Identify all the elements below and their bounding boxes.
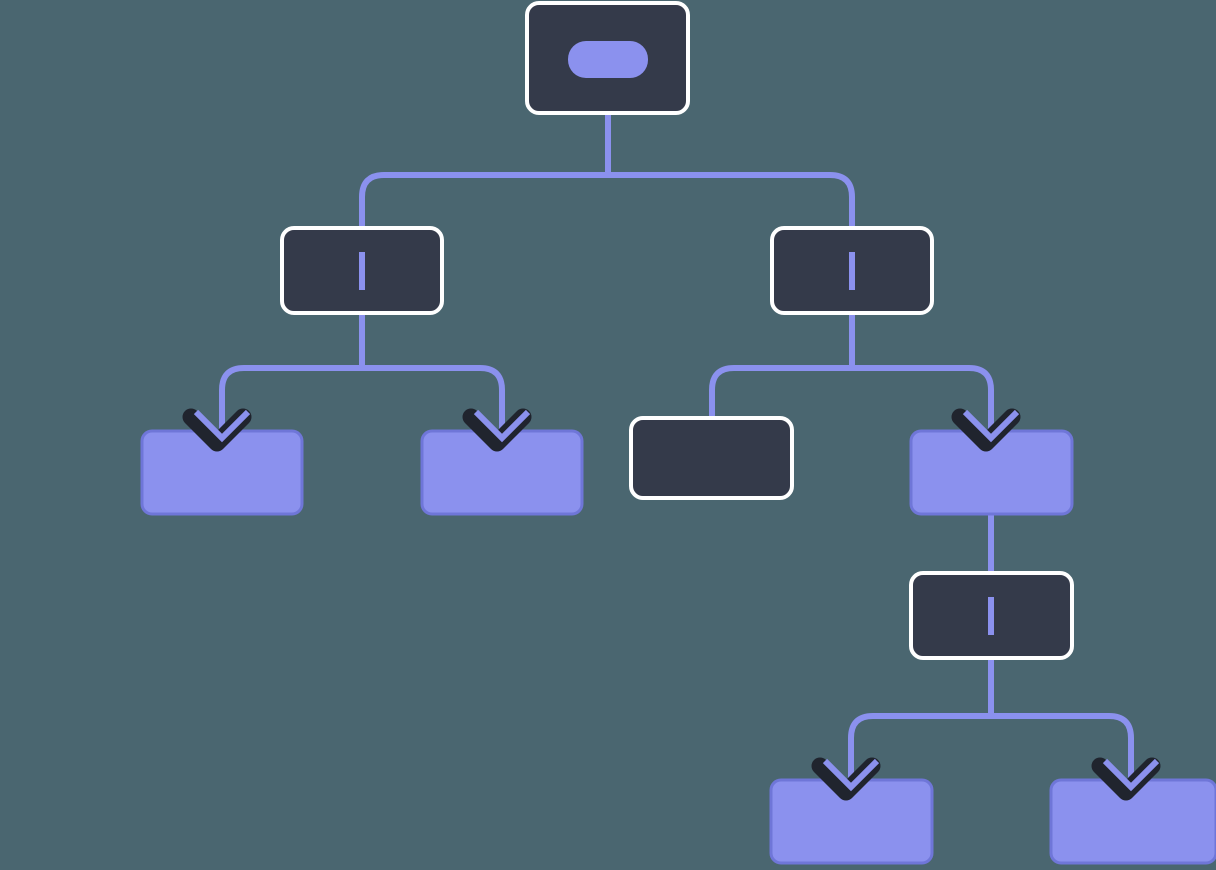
arrowhead-icon [822, 758, 880, 792]
edge-level2-right-to-dark-node [709, 365, 852, 418]
edge-level4-to-leaf-a [848, 713, 991, 787]
edge-level4-to-leaf-b [991, 713, 1134, 787]
edge-root-to-level2-left [359, 172, 608, 228]
root-node[interactable] [525, 1, 690, 115]
level3-dark-node[interactable] [629, 416, 794, 500]
edge-root-to-level2-right [608, 172, 855, 228]
arrowhead-e-l2left-b [462, 408, 532, 452]
arrowhead-icon [1102, 758, 1160, 792]
arrowhead-icon [962, 409, 1020, 443]
level4-dark-node[interactable] [909, 571, 1074, 660]
arrowhead-icon [193, 409, 251, 443]
edge-level2-left-to-leaf-b [362, 365, 505, 438]
level2-right-node[interactable] [770, 226, 934, 315]
level2-left-node[interactable] [280, 226, 444, 315]
arrowhead-e-l4-l5b [1091, 757, 1161, 801]
arrows-layer [182, 408, 1161, 801]
arrowhead-e-l4-l5a [811, 757, 881, 801]
edge-level2-left-to-leaf-a [219, 365, 362, 438]
nodes-layer [140, 1, 1216, 865]
node-body [629, 416, 794, 500]
arrowhead-e-l2right-d [951, 408, 1021, 452]
arrowhead-e-l2left-a [182, 408, 252, 452]
node-pill-badge [568, 41, 648, 78]
edge-level2-right-to-leaf-d [852, 365, 994, 438]
arrowhead-icon [473, 409, 531, 443]
